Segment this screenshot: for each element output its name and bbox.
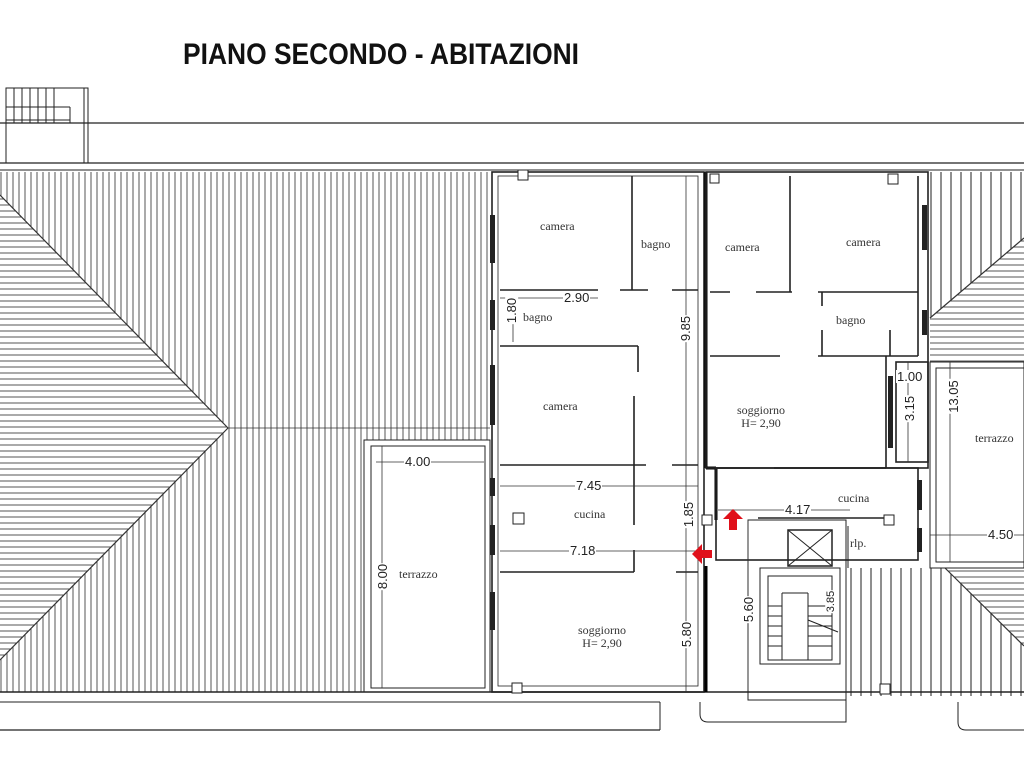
- terrazzo-left-outline: [363, 439, 491, 693]
- room-label-bagno-3: bagno: [836, 313, 866, 327]
- dimension-4-50: 4.50: [987, 527, 1015, 542]
- dimension-1-80: 1.80: [504, 296, 520, 325]
- windows-left: [490, 215, 495, 630]
- room-label-cucina-1: cucina: [574, 507, 606, 521]
- dimension-7-18: 7.18: [569, 543, 597, 558]
- dimension-4-17: 4.17: [784, 502, 812, 517]
- dimension-5-80: 5.80: [679, 620, 695, 649]
- room-label-camera-4: camera: [543, 399, 578, 413]
- room-height: H= 2,90: [741, 416, 781, 430]
- party-wall: [704, 172, 718, 692]
- room-name: soggiorno: [737, 403, 785, 417]
- room-label-terrazzo-right: terrazzo: [975, 431, 1014, 445]
- dimension-7-45: 7.45: [575, 478, 603, 493]
- dimension-8-00: 8.00: [375, 562, 391, 591]
- room-label-soggiorno-1: soggiorno H= 2,90: [737, 404, 785, 430]
- entrance-arrow-up-icon: [723, 509, 743, 530]
- windows-right: [888, 205, 927, 552]
- entrance-arrow-left-icon: [692, 544, 712, 564]
- room-name: soggiorno: [578, 623, 626, 637]
- dimension-3-85: 3.85: [825, 589, 839, 614]
- dimension-13-05: 13.05: [945, 379, 961, 414]
- rooftop-stair-structure: [5, 87, 89, 164]
- roof-right-bottom: [848, 567, 1024, 696]
- apartment-right-walls: [705, 171, 929, 561]
- dimension-5-60: 5.60: [741, 595, 757, 624]
- room-label-camera-2: camera: [725, 240, 760, 254]
- room-label-bagno-2: bagno: [523, 310, 553, 324]
- plan-title: PIANO SECONDO - ABITAZIONI: [183, 38, 579, 71]
- room-label-cucina-2: cucina: [838, 491, 870, 505]
- dimension-1-85: 1.85: [681, 500, 697, 529]
- room-label-soggiorno-2: soggiorno H= 2,90: [578, 624, 626, 650]
- roof-right-top: [929, 172, 1024, 362]
- dimension-1-00: 1.00: [896, 369, 924, 384]
- bottom-band: [0, 691, 1024, 731]
- fixtures: [511, 169, 899, 695]
- dimension-9-85: 9.85: [678, 314, 694, 343]
- dimension-2-90: 2.90: [563, 290, 591, 305]
- room-label-ripostiglio: rlp.: [850, 536, 867, 550]
- apartment-left-walls: [491, 171, 705, 693]
- room-height: H= 2,90: [582, 636, 622, 650]
- terrazzo-right-outline: [929, 361, 1024, 569]
- room-label-terrazzo-left: terrazzo: [399, 567, 438, 581]
- room-label-camera-1: camera: [540, 219, 575, 233]
- room-label-camera-3: camera: [846, 235, 881, 249]
- dimension-4-00: 4.00: [404, 454, 432, 469]
- roof-left: [0, 172, 490, 692]
- dimension-3-15: 3.15: [902, 394, 918, 423]
- parapet-lines: [0, 122, 1024, 171]
- room-label-bagno-1: bagno: [641, 237, 671, 251]
- entrance-arrows: [692, 509, 743, 564]
- stairwell: [747, 519, 849, 701]
